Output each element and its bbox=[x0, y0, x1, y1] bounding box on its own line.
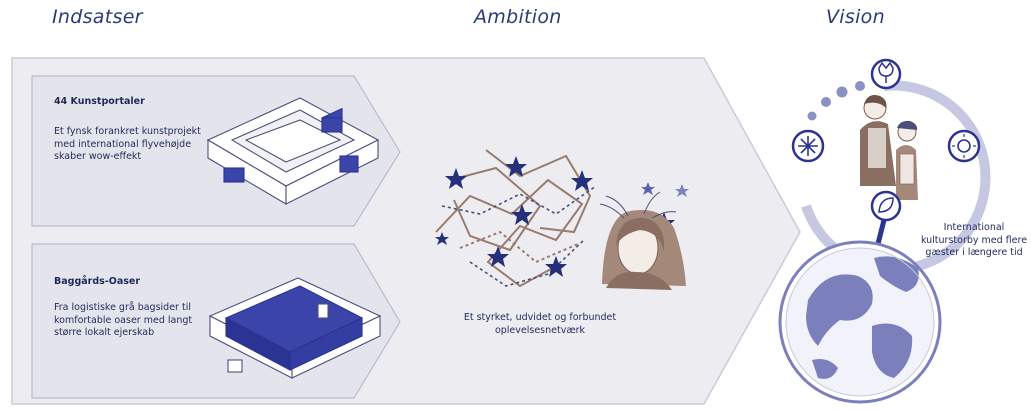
woman-portrait-icon bbox=[599, 191, 686, 290]
kunstportal-building-icon bbox=[206, 97, 380, 205]
vision-caption: International kulturstorby med flere gæs… bbox=[920, 222, 1028, 258]
people-icon bbox=[860, 95, 918, 200]
baggaards-oaser-description: Fra logistiske grå bagsider til komforta… bbox=[54, 302, 193, 338]
heading-indsatser: Indsatser bbox=[52, 6, 143, 28]
ring-dots bbox=[807, 81, 865, 121]
kunstportaler-title: 44 Kunstportaler bbox=[54, 96, 145, 107]
snowflake-icon bbox=[791, 129, 825, 163]
stars-network-icon bbox=[435, 149, 597, 288]
network-stars bbox=[435, 156, 689, 277]
baggaards-oaser-title: Baggårds-Oaser bbox=[54, 276, 141, 287]
baggaard-building-icon bbox=[208, 277, 382, 379]
kunstportaler-description: Et fynsk forankret kunstprojekt med inte… bbox=[54, 126, 201, 162]
heading-vision: Vision bbox=[826, 6, 885, 28]
ambition-caption: Et styrket, udvidet og forbundet oplevel… bbox=[463, 312, 617, 336]
globe-icon bbox=[778, 240, 942, 404]
heading-ambition: Ambition bbox=[474, 6, 562, 28]
sun-icon bbox=[947, 129, 981, 163]
tulip-icon bbox=[870, 58, 902, 90]
leaf-icon bbox=[870, 190, 902, 222]
